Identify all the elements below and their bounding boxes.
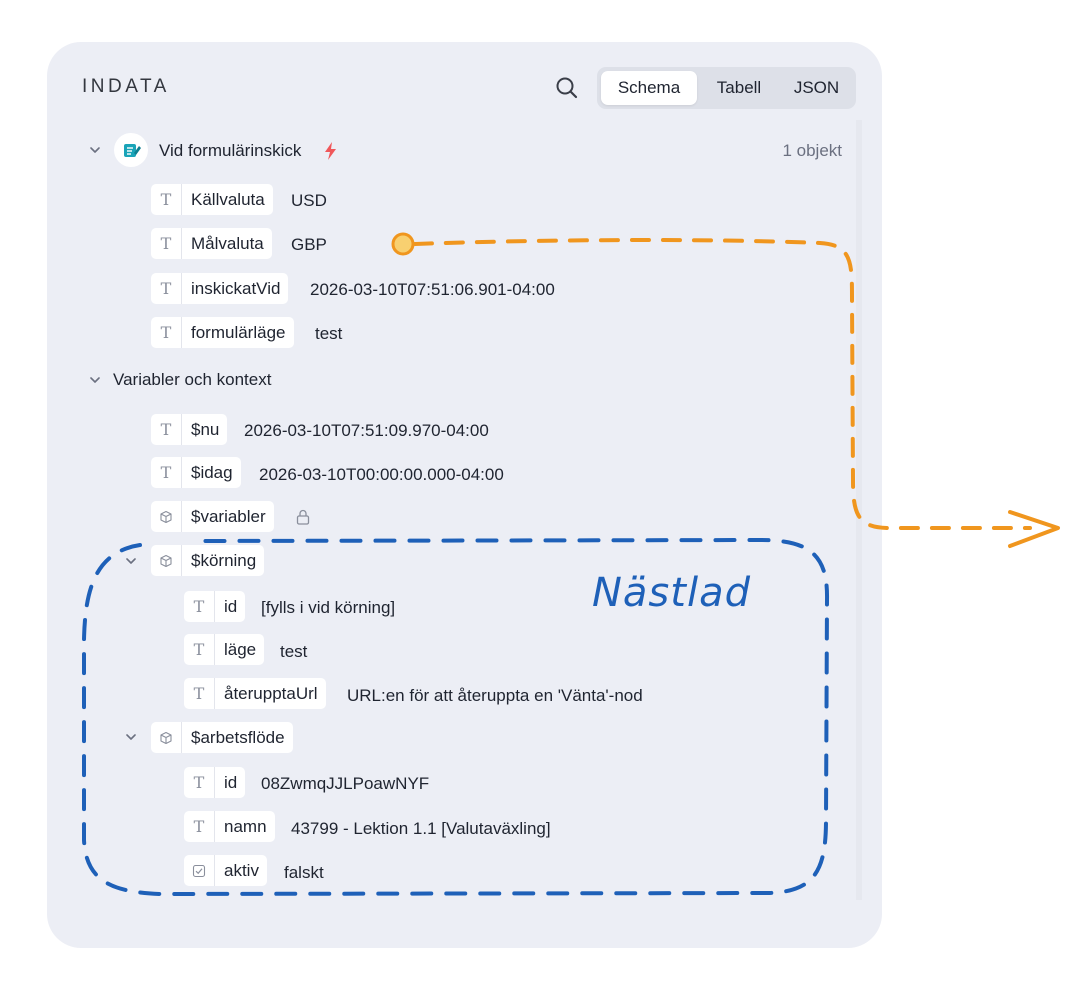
tab-schema[interactable]: Schema	[601, 71, 697, 105]
context-label[interactable]: Variabler och kontext	[113, 370, 272, 389]
field-name: id	[224, 772, 238, 792]
field-name: $körning	[191, 550, 257, 570]
field-value: URL:en för att återuppta en 'Vänta'-nod	[347, 686, 643, 705]
field-value: [fylls i vid körning]	[261, 598, 396, 617]
chevron-down-icon[interactable]	[88, 373, 102, 387]
field-pill[interactable]: T återupptaUrl	[184, 678, 326, 709]
object-type-icon	[151, 722, 182, 753]
search-icon[interactable]	[553, 74, 581, 102]
field-name: läge	[224, 639, 257, 659]
text-type-icon: T	[151, 457, 182, 488]
trigger-label[interactable]: Vid formulärinskick	[159, 141, 302, 160]
checkbox-type-icon	[184, 855, 215, 886]
field-value: USD	[291, 191, 327, 210]
field-pill[interactable]: $arbetsflöde	[151, 722, 293, 753]
field-value: test	[315, 324, 343, 343]
text-type-icon: T	[151, 273, 182, 304]
field-pill[interactable]: T $idag	[151, 457, 241, 488]
tab-json[interactable]: JSON	[793, 78, 840, 97]
field-pill[interactable]: $körning	[151, 545, 265, 576]
field-name: Målvaluta	[191, 233, 264, 253]
lightning-icon	[323, 141, 339, 166]
text-type-icon: T	[151, 317, 182, 348]
text-type-icon: T	[151, 228, 182, 259]
text-type-icon: T	[151, 414, 182, 445]
field-pill[interactable]: aktiv	[184, 855, 267, 886]
field-value: 2026-03-10T07:51:09.970-04:00	[244, 421, 489, 440]
chevron-down-icon[interactable]	[124, 554, 138, 568]
lock-icon	[295, 508, 311, 531]
text-type-icon: T	[184, 811, 215, 842]
field-name: återupptaUrl	[224, 683, 318, 703]
field-value: 08ZwmqJJLPoawNYF	[261, 774, 430, 793]
field-name: formulärläge	[191, 322, 286, 342]
field-name: inskickatVid	[191, 278, 281, 298]
field-name: aktiv	[224, 860, 259, 880]
field-name: Källvaluta	[191, 189, 265, 209]
object-type-icon	[151, 501, 182, 532]
field-pill[interactable]: T id	[184, 591, 246, 622]
field-pill[interactable]: T Målvaluta	[151, 228, 272, 259]
panel-title: INDATA	[82, 76, 170, 97]
field-value: 43799 - Lektion 1.1 [Valutaväxling]	[291, 819, 551, 838]
field-pill[interactable]: T namn	[184, 811, 275, 842]
form-trigger-icon	[114, 133, 148, 167]
text-type-icon: T	[184, 678, 215, 709]
field-pill[interactable]: T läge	[184, 634, 265, 665]
text-type-icon: T	[184, 767, 215, 798]
tab-tabell[interactable]: Tabell	[716, 78, 762, 97]
field-value: 2026-03-10T07:51:06.901-04:00	[310, 280, 555, 299]
chevron-down-icon[interactable]	[88, 143, 102, 157]
blue-dashed-boundary	[82, 537, 830, 897]
orange-dot	[391, 232, 415, 256]
field-name: id	[224, 596, 238, 616]
field-value: 2026-03-10T00:00:00.000-04:00	[259, 465, 504, 484]
text-type-icon: T	[184, 591, 215, 622]
field-name: $nu	[191, 419, 220, 439]
orange-arrowhead	[1008, 510, 1060, 548]
field-value: test	[280, 642, 308, 661]
annotation-label: Nästlad	[592, 570, 751, 616]
field-pill[interactable]: T id	[184, 767, 246, 798]
field-name: $variabler	[191, 506, 266, 526]
orange-connector-line	[413, 238, 1032, 530]
field-name: $arbetsflöde	[191, 727, 285, 747]
view-tabs: Schema Tabell JSON	[597, 67, 856, 109]
field-pill[interactable]: T formulärläge	[151, 317, 294, 348]
field-name: $idag	[191, 462, 233, 482]
field-value: falskt	[284, 863, 324, 882]
text-type-icon: T	[184, 634, 215, 665]
field-pill[interactable]: T Källvaluta	[151, 184, 273, 215]
field-pill[interactable]: $variabler	[151, 501, 274, 532]
scroll-track[interactable]	[856, 120, 862, 900]
field-pill[interactable]: T inskickatVid	[151, 273, 289, 304]
field-pill[interactable]: T $nu	[151, 414, 228, 445]
text-type-icon: T	[151, 184, 182, 215]
object-type-icon	[151, 545, 182, 576]
field-value: GBP	[291, 235, 327, 254]
item-count: 1 objekt	[782, 141, 842, 160]
chevron-down-icon[interactable]	[124, 730, 138, 744]
field-name: namn	[224, 816, 267, 836]
